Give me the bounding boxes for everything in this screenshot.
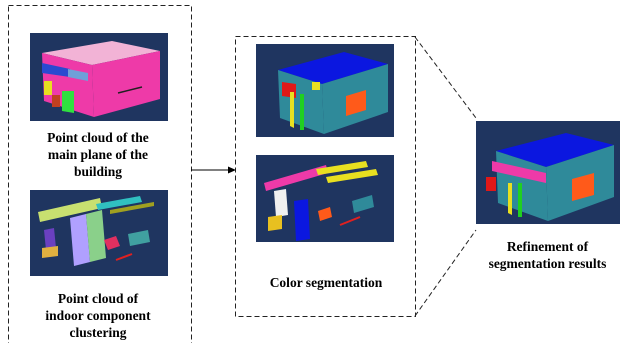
color-seg-indoor-image (256, 155, 394, 242)
refined-red-patch (486, 177, 496, 191)
roof-plane (42, 41, 160, 65)
yellow-piece (268, 215, 282, 231)
pink-beam (264, 165, 328, 191)
color-seg-building-drawing (278, 52, 388, 134)
door-plane (62, 91, 74, 113)
caption-indoor: Point cloud of indoor component clusteri… (45, 291, 151, 340)
refined-blue-roof (496, 133, 614, 167)
side-wall-plane (92, 51, 160, 117)
refined-pink-beam (492, 161, 546, 183)
refined-yellow-frame (508, 183, 512, 215)
main-plane-pointcloud-image (30, 33, 168, 121)
cluster-piece-3 (104, 236, 120, 250)
middle-dashed-frame (235, 36, 416, 317)
cluster-beam (96, 196, 142, 210)
flow-arrow-head (228, 166, 236, 174)
cluster-beam-2 (110, 202, 154, 214)
refinement-building-drawing (486, 133, 614, 221)
orange-window (346, 90, 366, 116)
refinement-image (476, 121, 620, 224)
orange-piece (318, 207, 332, 221)
white-piece (274, 189, 288, 217)
yellow-frame (290, 92, 294, 128)
indoor-clustering-image (30, 190, 168, 276)
blue-roof (278, 52, 388, 84)
refined-orange-window (572, 173, 594, 201)
yellow-beam (316, 161, 368, 175)
yellow-patch (312, 82, 320, 90)
indoor-clustering-drawing (38, 196, 154, 266)
green-frame (300, 94, 304, 130)
cluster-column-2 (86, 210, 106, 262)
caption-color-seg: Color segmentation (269, 275, 383, 290)
teal-piece (352, 195, 374, 213)
cluster-line (115, 253, 133, 261)
cluster-piece (44, 228, 56, 250)
beam-plane-2 (68, 69, 88, 81)
small-plane-2 (52, 95, 60, 107)
blue-column (294, 199, 310, 241)
cluster-piece-2 (42, 246, 58, 258)
beam-plane (42, 63, 70, 77)
zoom-line-top (414, 36, 477, 119)
caption-refinement: Refinement of segmentation results (488, 239, 607, 271)
cluster-piece-4 (128, 230, 150, 246)
color-seg-indoor-drawing (264, 161, 378, 241)
small-plane (44, 81, 52, 95)
cluster-slab (38, 198, 102, 222)
caption-main-plane: Point cloud of the main plane of the bui… (47, 130, 149, 179)
zoom-line-bottom (414, 229, 477, 317)
window-line (117, 86, 143, 94)
red-line (339, 216, 361, 226)
color-seg-building-image (256, 44, 394, 137)
left-dashed-frame (8, 5, 192, 343)
yellow-beam-2 (326, 169, 378, 183)
main-plane-building-drawing (42, 41, 160, 117)
cluster-column (70, 214, 90, 266)
refined-green-frame (518, 183, 522, 217)
